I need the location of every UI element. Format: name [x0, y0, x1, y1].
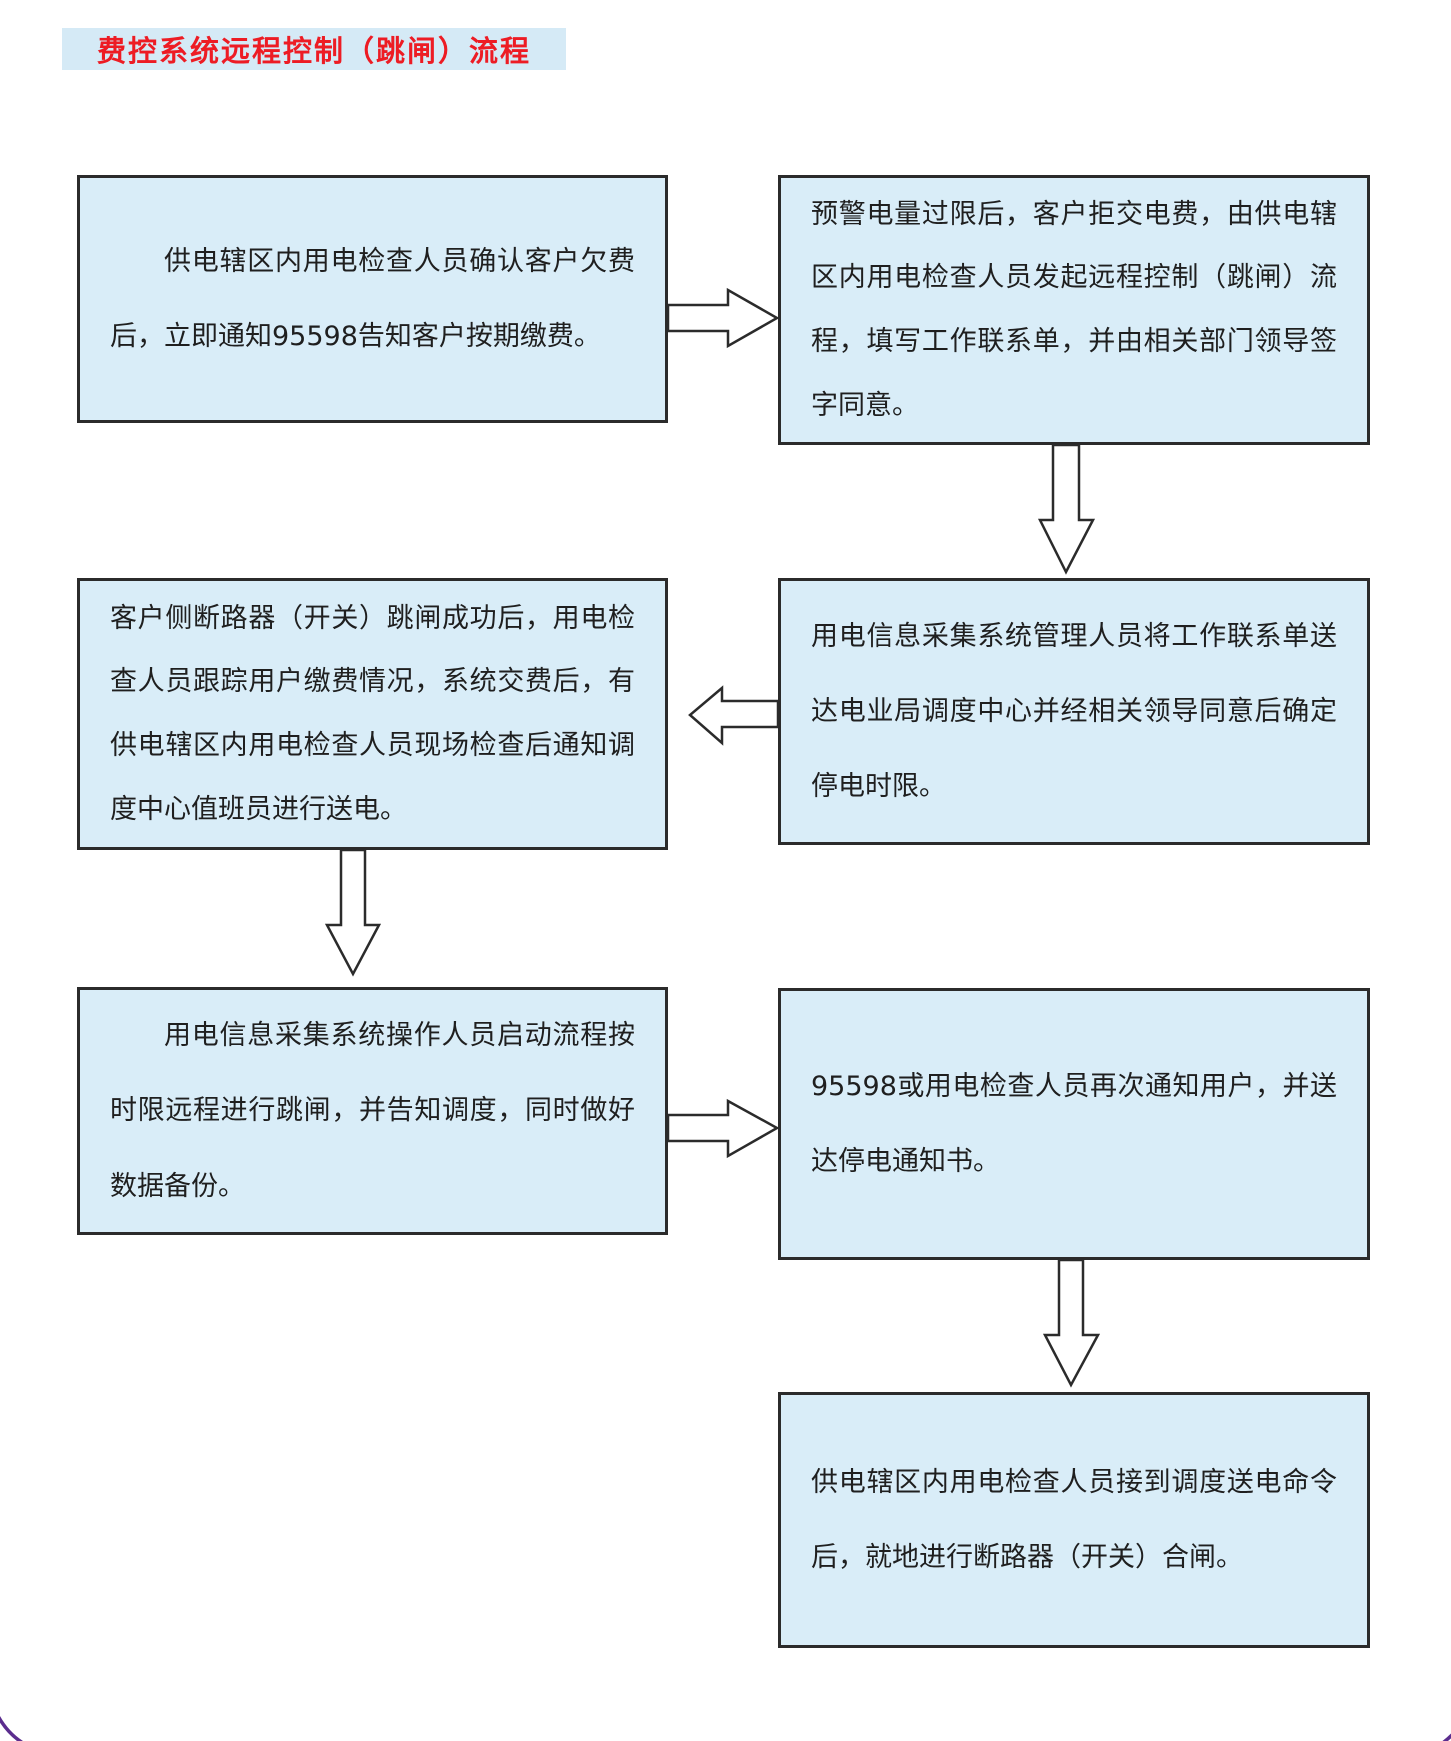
- decorative-curve-bottom-left-icon: [0, 1715, 24, 1741]
- flow-step-2: 预警电量过限后，客户拒交电费，由供电辖区内用电检查人员发起远程控制（跳闸）流程，…: [778, 175, 1370, 445]
- flow-arrow-2-3-down-icon: [1037, 443, 1096, 575]
- flow-step-6: 95598或用电检查人员再次通知用户，并送达停电通知书。: [778, 988, 1370, 1260]
- flow-arrow-4-5-down-icon: [324, 848, 382, 977]
- flow-step-3: 用电信息采集系统管理人员将工作联系单送达电业局调度中心并经相关领导同意后确定停电…: [778, 578, 1370, 845]
- flow-step-6-text: 95598或用电检查人员再次通知用户，并送达停电通知书。: [811, 1070, 1337, 1177]
- flow-arrow-5-6-right-icon: [666, 1098, 780, 1159]
- flow-step-7-text: 供电辖区内用电检查人员接到调度送电命令后，就地进行断路器（开关）合闸。: [811, 1466, 1337, 1573]
- flow-arrow-3-4-left-icon: [688, 685, 780, 746]
- flow-step-7: 供电辖区内用电检查人员接到调度送电命令后，就地进行断路器（开关）合闸。: [778, 1392, 1370, 1648]
- flow-step-2-text: 预警电量过限后，客户拒交电费，由供电辖区内用电检查人员发起远程控制（跳闸）流程，…: [811, 198, 1337, 421]
- flow-step-5: 用电信息采集系统操作人员启动流程按时限远程进行跳闸，并告知调度，同时做好数据备份…: [77, 987, 668, 1235]
- flow-step-4: 客户侧断路器（开关）跳闸成功后，用电检查人员跟踪用户缴费情况，系统交费后，有供电…: [77, 578, 668, 850]
- flow-step-3-text: 用电信息采集系统管理人员将工作联系单送达电业局调度中心并经相关领导同意后确定停电…: [811, 620, 1337, 803]
- decorative-curve-bottom-right-icon: [1442, 1733, 1451, 1741]
- page-title-bar: 费控系统远程控制（跳闸）流程: [62, 28, 566, 70]
- flow-step-1: 供电辖区内用电检查人员确认客户欠费后，立即通知95598告知客户按期缴费。: [77, 175, 668, 423]
- flow-arrow-6-7-down-icon: [1042, 1258, 1101, 1388]
- page-title: 费控系统远程控制（跳闸）流程: [96, 34, 531, 68]
- flow-step-4-text: 客户侧断路器（开关）跳闸成功后，用电检查人员跟踪用户缴费情况，系统交费后，有供电…: [110, 602, 635, 825]
- flow-step-5-text: 用电信息采集系统操作人员启动流程按时限远程进行跳闸，并告知调度，同时做好数据备份…: [110, 1020, 635, 1202]
- flow-arrow-1-2-right-icon: [666, 287, 780, 349]
- flow-step-1-text: 供电辖区内用电检查人员确认客户欠费后，立即通知95598告知客户按期缴费。: [110, 245, 635, 352]
